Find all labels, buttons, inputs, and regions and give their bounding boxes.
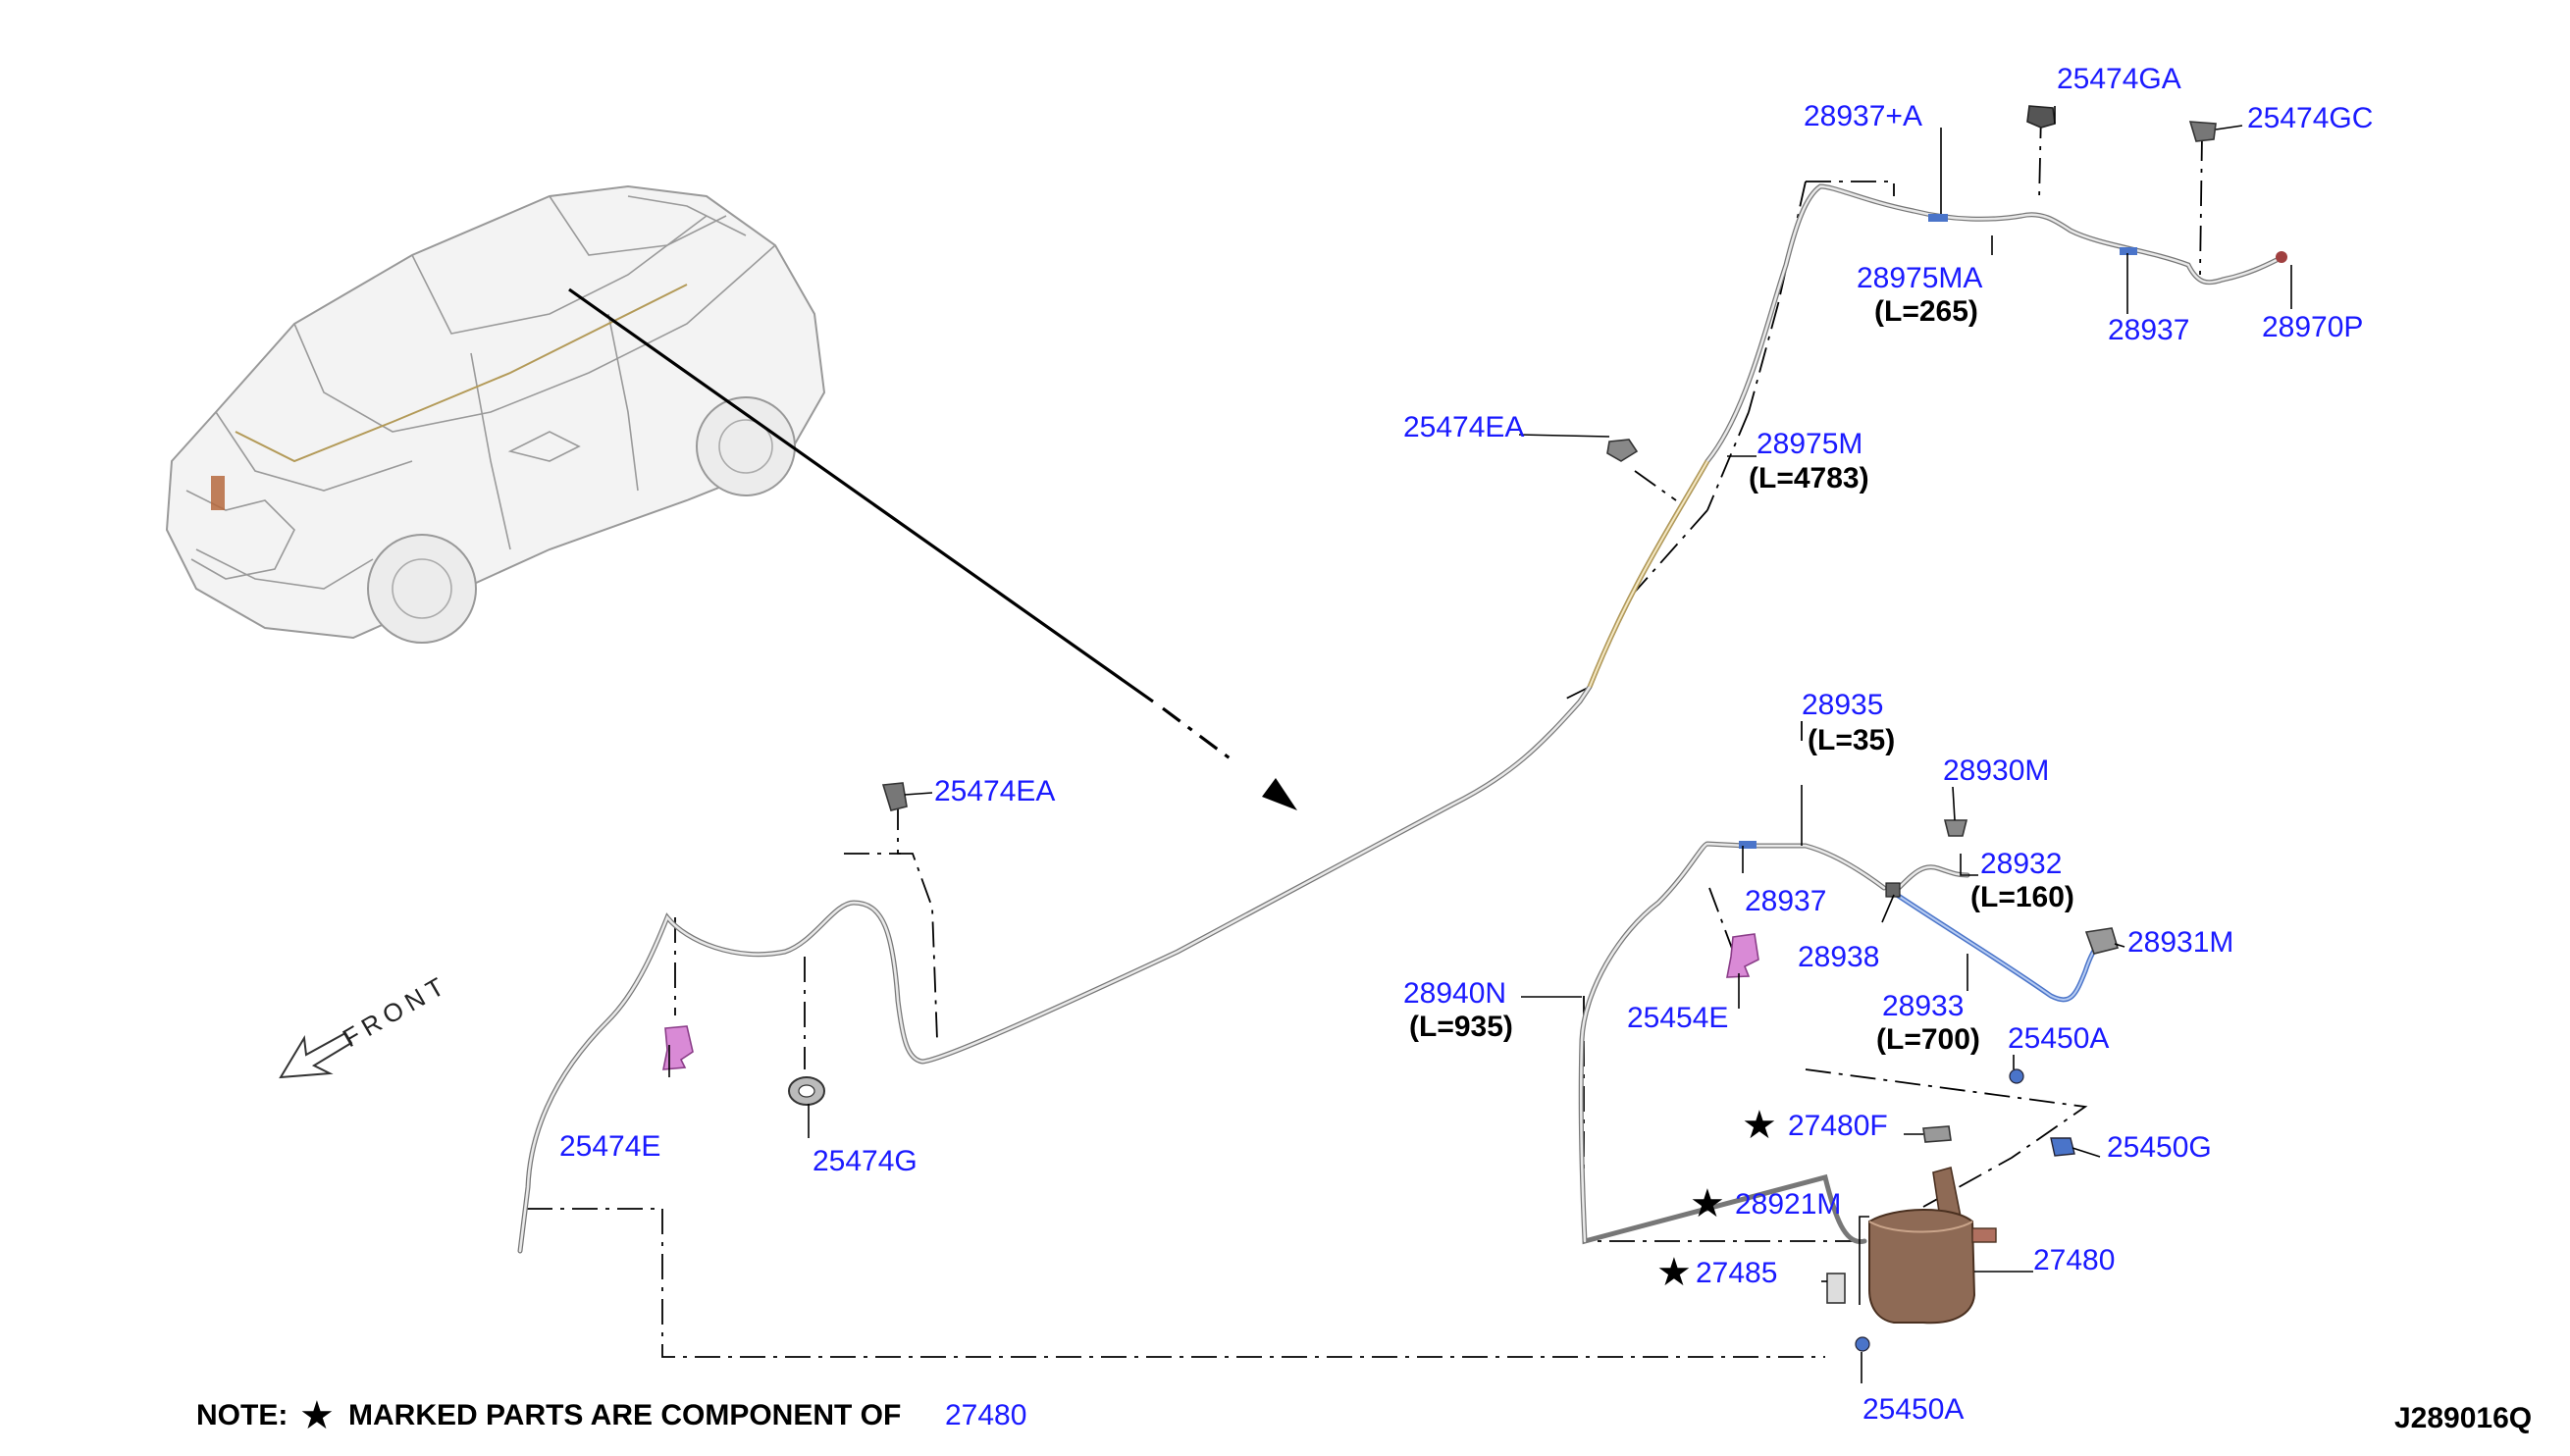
- label-28937A[interactable]: 28937+A: [1804, 100, 1922, 132]
- label-27485[interactable]: 27485: [1696, 1257, 1777, 1289]
- label-25474EA-left[interactable]: 25474EA: [934, 775, 1055, 807]
- label-25474G[interactable]: 25474G: [813, 1145, 918, 1177]
- label-25474EA-top[interactable]: 25474EA: [1403, 411, 1524, 443]
- label-28932[interactable]: 28932: [1980, 848, 2062, 880]
- label-28933[interactable]: 28933: [1882, 990, 1964, 1022]
- label-25474GA[interactable]: 25474GA: [2057, 63, 2181, 95]
- star-27480F: ★: [1742, 1103, 1777, 1148]
- star-28921M: ★: [1690, 1181, 1725, 1226]
- length-28932: (L=160): [1970, 881, 2074, 913]
- note-ref-27480[interactable]: 27480: [945, 1399, 1026, 1431]
- length-28975MA: (L=265): [1874, 295, 1978, 328]
- label-25450A-top[interactable]: 25450A: [2008, 1022, 2109, 1055]
- label-28970P[interactable]: 28970P: [2262, 311, 2363, 343]
- label-28930M[interactable]: 28930M: [1943, 754, 2049, 787]
- label-28921M[interactable]: 28921M: [1735, 1188, 1841, 1221]
- star-27485: ★: [1656, 1250, 1692, 1295]
- length-28975M: (L=4783): [1749, 462, 1869, 494]
- label-28938[interactable]: 28938: [1798, 941, 1879, 973]
- note-text: MARKED PARTS ARE COMPONENT OF: [348, 1399, 901, 1431]
- label-25450G[interactable]: 25450G: [2107, 1131, 2212, 1164]
- leader-lines: [668, 106, 2292, 1383]
- diagram-code: J289016Q: [2394, 1402, 2532, 1434]
- part-labels: 28937+A 25474GA 25474GC 28975MA (L=265) …: [559, 63, 2373, 1426]
- label-28975M[interactable]: 28975M: [1757, 428, 1862, 460]
- hoses: [517, 183, 2280, 1254]
- label-25454E[interactable]: 25454E: [1627, 1002, 1728, 1034]
- footer-note: NOTE: ★ MARKED PARTS ARE COMPONENT OF 27…: [196, 1393, 2532, 1438]
- label-28935[interactable]: 28935: [1802, 689, 1883, 721]
- note-prefix: NOTE:: [196, 1399, 288, 1431]
- label-28931M[interactable]: 28931M: [2127, 926, 2233, 959]
- label-28975MA[interactable]: 28975MA: [1857, 262, 1982, 294]
- label-25450A-bottom[interactable]: 25450A: [1862, 1393, 1964, 1426]
- label-25474GC[interactable]: 25474GC: [2247, 102, 2373, 134]
- length-28940N: (L=935): [1409, 1011, 1513, 1043]
- label-28937-top[interactable]: 28937: [2108, 314, 2189, 346]
- front-label: FRONT: [338, 968, 454, 1053]
- length-28935: (L=35): [1808, 724, 1895, 756]
- front-direction-arrow: FRONT: [279, 968, 454, 1079]
- label-27480F[interactable]: 27480F: [1788, 1110, 1888, 1142]
- length-28933: (L=700): [1876, 1023, 1980, 1056]
- vehicle-illustration: [165, 184, 826, 644]
- components: [662, 105, 2287, 1352]
- label-25474E[interactable]: 25474E: [559, 1130, 660, 1163]
- label-27480[interactable]: 27480: [2033, 1244, 2115, 1276]
- note-star: ★: [299, 1393, 335, 1438]
- label-28940N[interactable]: 28940N: [1403, 977, 1506, 1010]
- pointer-arrow: [568, 287, 1297, 810]
- label-28937-bottom[interactable]: 28937: [1745, 885, 1826, 917]
